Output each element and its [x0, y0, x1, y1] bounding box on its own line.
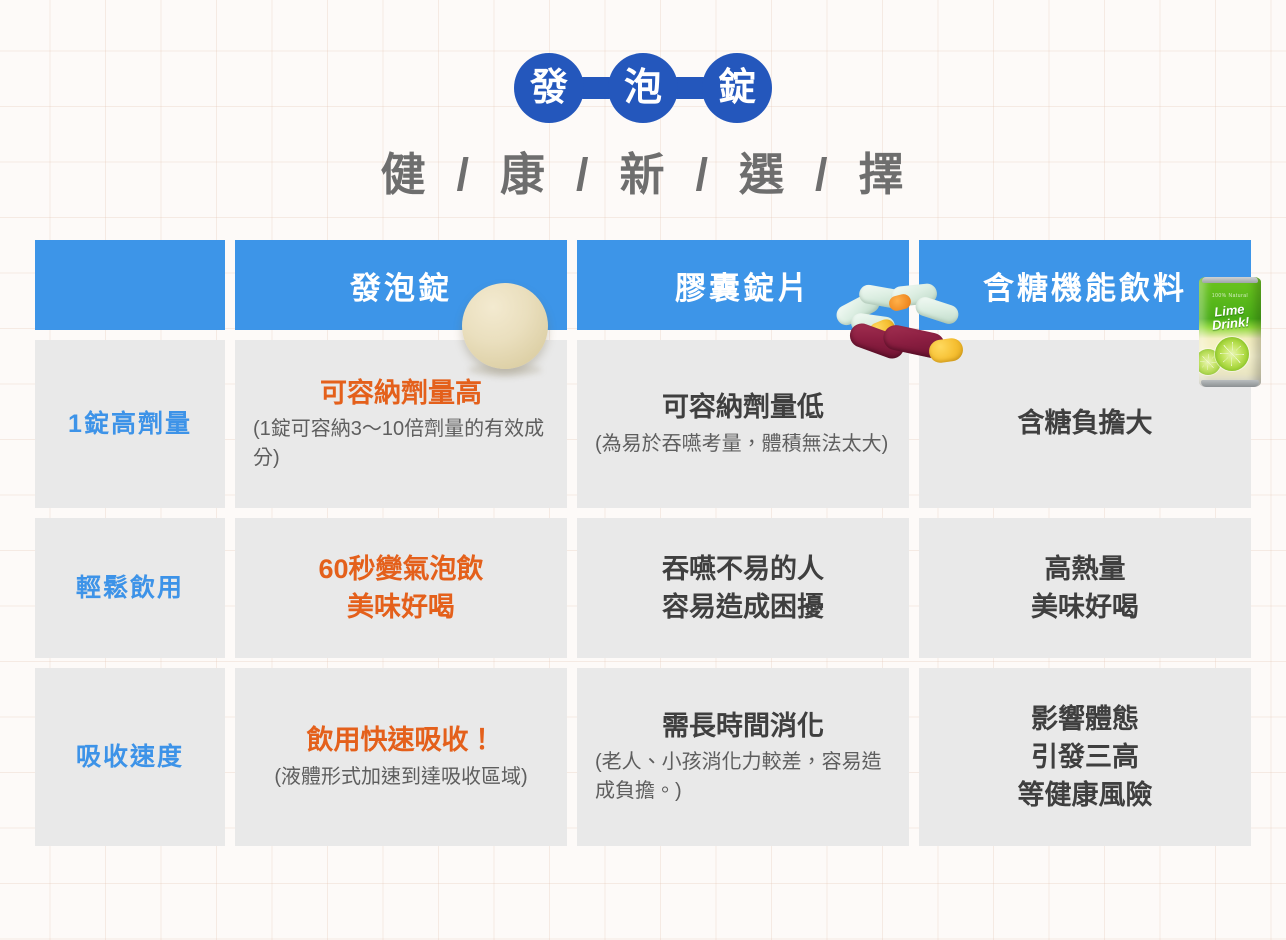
cell-r2-capsule: 吞嚥不易的人容易造成困擾: [577, 518, 909, 658]
cell-headline: 飲用快速吸收！: [306, 724, 496, 755]
badge-blob: 發 泡 錠: [511, 53, 775, 123]
header-label-capsule: 膠囊錠片: [675, 270, 811, 306]
badge-char-1: 發: [514, 53, 584, 123]
cell-headline: 60秒變氣泡飲美味好喝: [318, 553, 484, 622]
row-label-text: 1錠高劑量: [68, 409, 192, 438]
row-label-cell: 輕鬆飲用: [35, 518, 225, 658]
cell-r3-effervescent: 飲用快速吸收！ (液體形式加速到達吸收區域): [235, 668, 567, 846]
cell-headline: 影響體態引發三高等健康風險: [1017, 703, 1153, 811]
cell-headline: 可容納劑量高: [320, 377, 482, 408]
table-header-row: 發泡錠 膠囊錠片 含糖機能飲料: [35, 240, 1251, 330]
row-label-text: 輕鬆飲用: [75, 573, 184, 602]
table-row: 輕鬆飲用 60秒變氣泡飲美味好喝 吞嚥不易的人容易造成困擾 高熱量美味好喝: [35, 518, 1251, 658]
table-row: 吸收速度 飲用快速吸收！ (液體形式加速到達吸收區域) 需長時間消化 (老人、小…: [35, 668, 1251, 846]
badge-connector-2: [673, 77, 707, 99]
comparison-table: 發泡錠 膠囊錠片 含糖機能飲料 1錠高劑量 可容納劑量高 (1錠可容納3～10倍…: [35, 240, 1251, 856]
cell-r1-effervescent: 可容納劑量高 (1錠可容納3～10倍劑量的有效成分): [235, 340, 567, 508]
cell-headline: 需長時間消化: [662, 710, 824, 741]
cell-r2-sugary-drink: 高熱量美味好喝: [919, 518, 1251, 658]
table-row: 1錠高劑量 可容納劑量高 (1錠可容納3～10倍劑量的有效成分) 可容納劑量低 …: [35, 340, 1251, 508]
cell-subtext: (液體形式加速到達吸收區域): [274, 765, 528, 788]
cell-r1-sugary-drink: 含糖負擔大: [919, 340, 1251, 508]
title-badge: 發 泡 錠: [0, 53, 1286, 123]
cell-r2-effervescent: 60秒變氣泡飲美味好喝: [235, 518, 567, 658]
cell-r3-sugary-drink: 影響體態引發三高等健康風險: [919, 668, 1251, 846]
badge-char-3: 錠: [702, 53, 772, 123]
header-label-effervescent: 發泡錠: [350, 270, 452, 306]
cell-r3-capsule: 需長時間消化 (老人、小孩消化力較差，容易造成負擔。): [577, 668, 909, 846]
page-subtitle: 健 / 康 / 新 / 選 / 擇: [380, 149, 906, 200]
badge-char-2: 泡: [608, 53, 678, 123]
row-label-cell: 吸收速度: [35, 668, 225, 846]
header-cell-capsule: 膠囊錠片: [577, 240, 909, 330]
cell-subtext: (1錠可容納3～10倍劑量的有效成分): [253, 418, 545, 469]
row-label-text: 吸收速度: [75, 742, 184, 771]
cell-subtext: (為易於吞嚥考量，體積無法太大): [595, 432, 889, 455]
cell-headline: 含糖負擔大: [1017, 408, 1153, 439]
cell-r1-capsule: 可容納劑量低 (為易於吞嚥考量，體積無法太大): [577, 340, 909, 508]
header-cell-effervescent: 發泡錠: [235, 240, 567, 330]
cell-headline: 可容納劑量低: [662, 391, 824, 422]
header-corner-cell: [35, 240, 225, 330]
cell-headline: 吞嚥不易的人容易造成困擾: [662, 553, 824, 622]
cell-subtext: (老人、小孩消化力較差，容易造成負擔。): [595, 751, 882, 802]
header-cell-sugary-drink: 含糖機能飲料: [919, 240, 1251, 330]
badge-connector-1: [579, 77, 613, 99]
header-label-sugary-drink: 含糖機能飲料: [983, 270, 1187, 306]
cell-headline: 高熱量美味好喝: [1031, 553, 1139, 622]
row-label-cell: 1錠高劑量: [35, 340, 225, 508]
